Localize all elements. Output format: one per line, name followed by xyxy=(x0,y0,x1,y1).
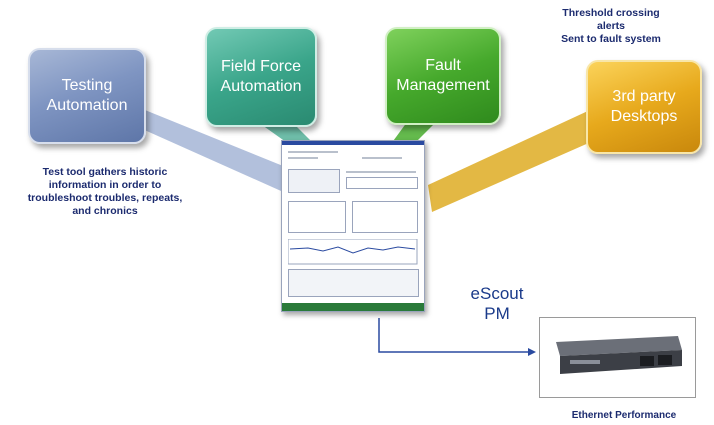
ethernet-performance-label: Ethernet Performance xyxy=(571,410,677,421)
fault-management-label: Fault Management xyxy=(396,57,490,94)
report-line xyxy=(362,157,402,159)
test-tool-note: Test tool gathers historic information i… xyxy=(27,166,183,217)
report-data-table xyxy=(288,269,419,297)
report-line xyxy=(288,151,338,153)
field-force-automation-box: Field Force Automation xyxy=(205,27,317,127)
report-panel xyxy=(352,201,418,233)
escout-arrowhead xyxy=(528,348,536,356)
third-party-desktops-label: 3rd party Desktops xyxy=(610,88,678,125)
report-header-bar xyxy=(282,141,424,145)
third-party-desktops-box: 3rd party Desktops xyxy=(586,60,702,154)
report-line xyxy=(288,157,318,159)
report-box xyxy=(346,177,418,189)
testing-automation-box: Testing Automation xyxy=(28,48,146,144)
device-frame xyxy=(539,317,696,398)
report-footer-bar xyxy=(282,303,424,311)
report-panel xyxy=(288,201,346,233)
fault-management-box: Fault Management xyxy=(385,27,501,125)
report-line xyxy=(346,171,416,173)
testing-automation-label: Testing Automation xyxy=(46,77,128,114)
escout-pm-label: eScout PM xyxy=(470,284,524,323)
field-force-automation-label: Field Force Automation xyxy=(220,58,302,95)
escout-arrow-line xyxy=(378,318,528,353)
report-table xyxy=(288,169,340,193)
performance-report-thumbnail xyxy=(281,140,425,312)
report-line-chart xyxy=(288,239,418,265)
threshold-note: Threshold crossing alerts Sent to fault … xyxy=(561,7,661,45)
ethernet-device-icon xyxy=(556,336,682,374)
connector-testing xyxy=(140,108,293,195)
connector-third-party xyxy=(428,110,600,212)
